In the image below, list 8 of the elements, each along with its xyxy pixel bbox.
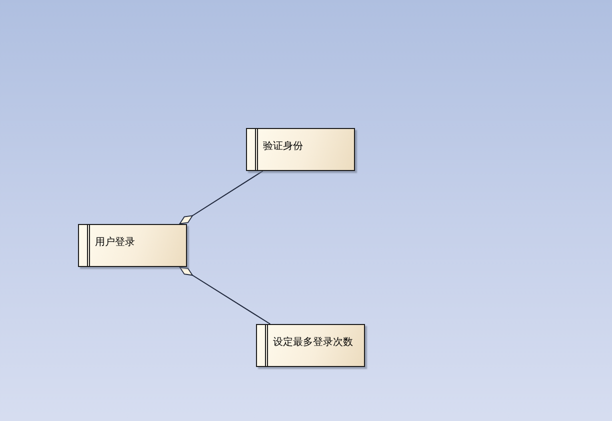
requirement-label: 设定最多登录次数: [273, 336, 353, 349]
requirement-box: [256, 324, 365, 367]
requirement-box: [78, 224, 187, 267]
aggregation-line: [178, 170, 264, 224]
aggregation-line: [178, 266, 271, 324]
requirement-label: 用户登录: [95, 236, 135, 249]
requirement-box: [246, 128, 355, 171]
requirement-label: 验证身份: [263, 140, 303, 153]
